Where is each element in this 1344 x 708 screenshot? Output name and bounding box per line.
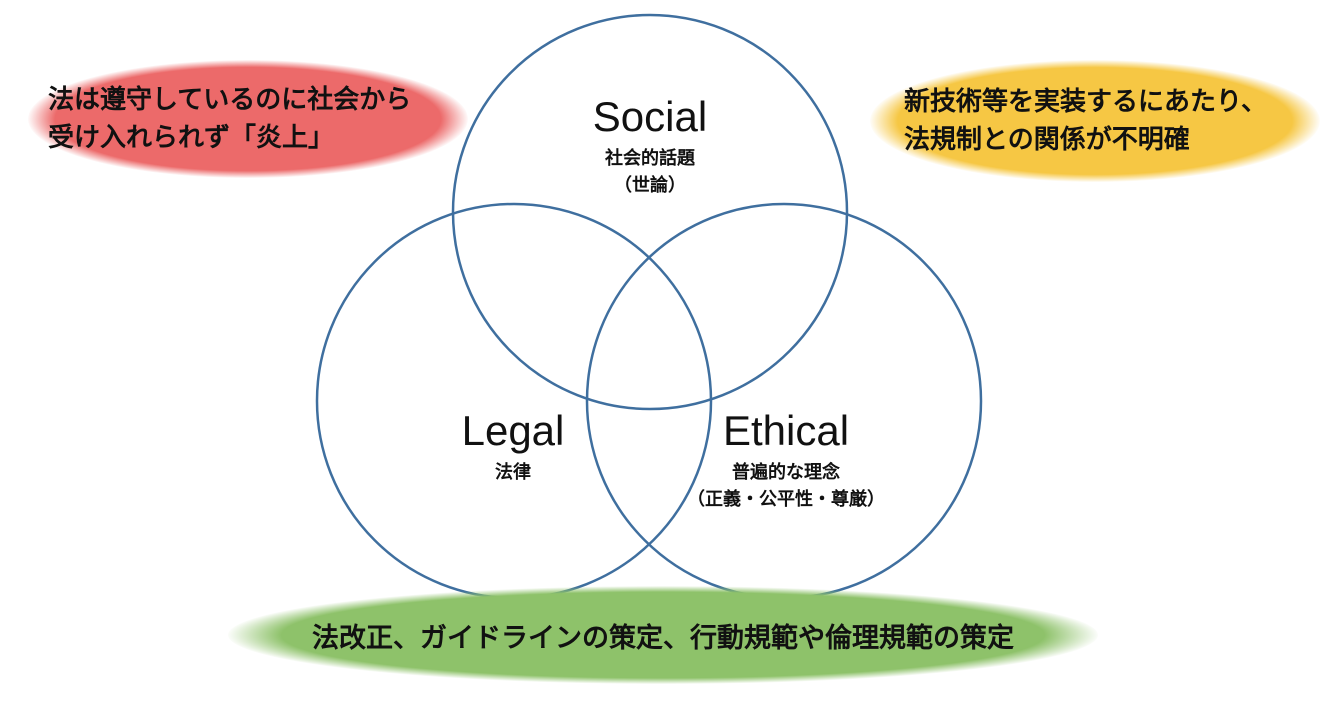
unclear-regulation-note-line2: 法規制との関係が不明確 [904, 125, 1190, 155]
social-subtitle: 社会的話題 [605, 147, 696, 169]
ethical-circle [585, 202, 983, 600]
ethical-subtitle: 普遍的な理念 [732, 461, 840, 483]
ethical-title: Ethical [723, 407, 849, 454]
backlash-note-line2: 受け入れられず「炎上」 [48, 123, 335, 153]
unclear-regulation-note-line1: 新技術等を実装するにあたり、 [904, 87, 1267, 117]
legal-title: Legal [462, 407, 565, 454]
countermeasures-note-line1: 法改正、ガイドラインの策定、行動規範や倫理規範の策定 [312, 622, 1014, 654]
legal-circle [315, 202, 713, 600]
social-title: Social [593, 93, 707, 140]
ethical-subtitle-note: （正義・公平性・尊厳） [687, 488, 885, 510]
backlash-note-line1: 法は遵守しているのに社会から [48, 85, 412, 115]
unclear-regulation-note: 新技術等を実装するにあたり、 法規制との関係が不明確 [870, 60, 1320, 182]
social-subtitle-note: （世論） [614, 174, 686, 196]
social-circle [451, 13, 849, 411]
countermeasures-note: 法改正、ガイドラインの策定、行動規範や倫理規範の策定 [228, 586, 1098, 684]
legal-subtitle: 法律 [495, 461, 531, 483]
backlash-note: 法は遵守しているのに社会から 受け入れられず「炎上」 [28, 60, 468, 178]
